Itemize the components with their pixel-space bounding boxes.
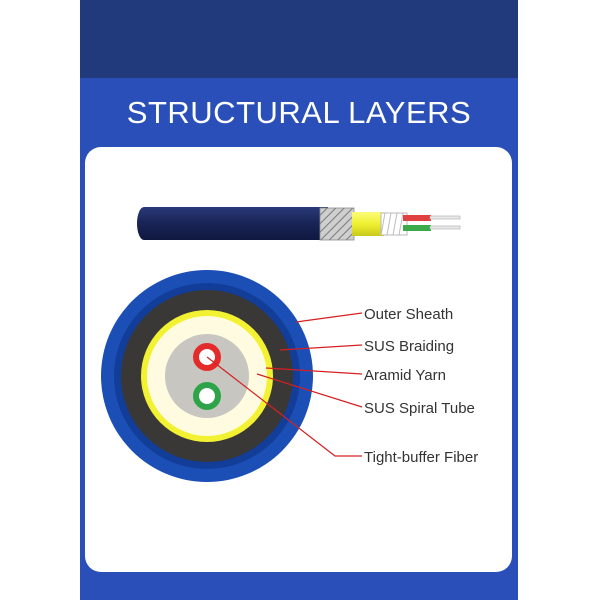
leader-sus-spiral-tube xyxy=(256,373,363,408)
side-aramid-yarn xyxy=(352,212,384,236)
label-tight-buffer-fiber: Tight-buffer Fiber xyxy=(364,449,478,466)
cross-fiber-core xyxy=(165,334,249,418)
side-glass-lower xyxy=(429,225,461,230)
leader-lines xyxy=(206,312,363,457)
callout-labels: Outer Sheath SUS Braiding Aramid Yarn SU… xyxy=(364,306,478,466)
leader-tight-buffer-fiber xyxy=(206,356,362,457)
side-braiding xyxy=(319,207,355,241)
side-fiber-red xyxy=(403,215,431,221)
leader-outer-sheath xyxy=(295,312,363,323)
leader-aramid-yarn xyxy=(265,367,363,375)
label-sus-spiral-tube: SUS Spiral Tube xyxy=(364,400,475,417)
cable-side-view xyxy=(137,207,461,241)
side-outer-jacket xyxy=(137,207,328,240)
page-title: STRUCTURAL LAYERS xyxy=(126,95,472,130)
side-spiral-stripes xyxy=(380,212,404,236)
side-fiber-green xyxy=(403,225,431,231)
cable-cross-section xyxy=(101,270,313,482)
side-glass-upper xyxy=(429,215,461,220)
cross-fiber-green xyxy=(193,382,221,410)
label-sus-braiding: SUS Braiding xyxy=(364,338,454,355)
top-band xyxy=(80,0,518,78)
label-outer-sheath: Outer Sheath xyxy=(364,306,453,323)
leader-sus-braiding xyxy=(279,344,363,351)
label-aramid-yarn: Aramid Yarn xyxy=(364,367,446,384)
